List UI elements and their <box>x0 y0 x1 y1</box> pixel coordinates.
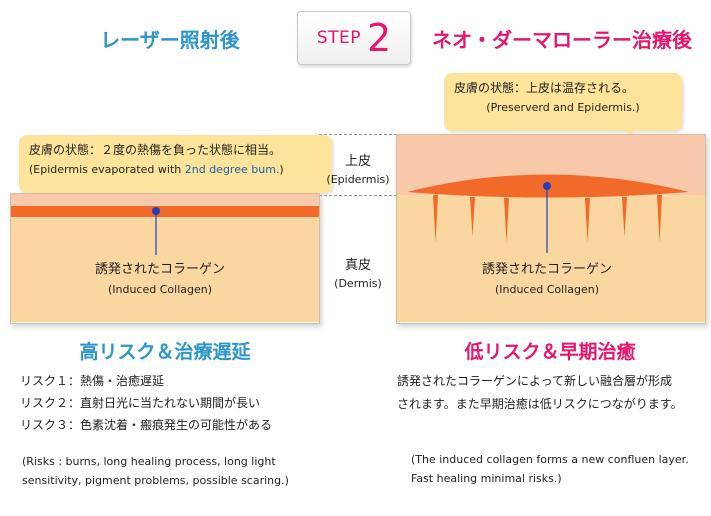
right-collagen-label: 誘発されたコラーゲン (Induced Collagen) <box>447 258 647 296</box>
epidermis-top-guide <box>319 134 397 135</box>
right-description: 誘発されたコラーゲンによって新しい融合層が形成 されます。また早期治癒は低リスク… <box>397 374 683 411</box>
step-badge: STEP 2 <box>297 11 411 65</box>
collagen-column <box>504 198 509 243</box>
left-burn-layer <box>11 206 319 217</box>
left-bubble-en: (Epidermis evaporated with 2nd degree bu… <box>29 163 284 176</box>
left-collagen-en: (Induced Collagen) <box>107 283 213 296</box>
collagen-column <box>585 198 590 243</box>
epidermis-label-en: (Epidermis) <box>326 173 390 186</box>
left-skin-panel <box>10 193 320 324</box>
list-item: リスク１：熱傷・治癒遅延 <box>20 374 165 388</box>
epidermis-label-jp: 上皮 <box>344 154 371 169</box>
right-dermis-layer <box>397 195 705 322</box>
list-item: リスク３：色素沈着・瘢痕発生の可能性がある <box>20 418 273 432</box>
right-collagen-en: (Induced Collagen) <box>494 283 600 296</box>
step-label: STEP <box>316 28 361 48</box>
left-bubble-jp: 皮膚の状態：２度の熱傷を負った状態に相当。 <box>29 143 282 157</box>
epidermis-bottom-guide <box>319 195 397 196</box>
right-status-bubble: 皮膚の状態：上皮は温存される。 (Preserverd and Epidermi… <box>444 73 682 131</box>
step-number: 2 <box>366 16 392 60</box>
right-heading: ネオ・ダーマローラー治療後 <box>432 28 692 52</box>
burn-degree-highlight: 2nd degree bum. <box>184 163 280 176</box>
left-collagen-jp: 誘発されたコラーゲン <box>94 262 225 277</box>
collagen-column <box>657 195 662 243</box>
collagen-column <box>470 197 475 237</box>
left-english-note: (Risks : burns, long healing process, lo… <box>22 455 289 487</box>
left-bubble-tail <box>272 179 290 194</box>
right-collagen-graphic <box>407 174 689 253</box>
collagen-column <box>622 197 627 237</box>
list-item: リスク２：直射日光に当たれない期間が長い <box>20 396 261 410</box>
epidermis-label: 上皮 (Epidermis) <box>318 150 398 186</box>
right-bubble-jp: 皮膚の状態：上皮は温存される。 <box>454 81 635 95</box>
right-skin-panel <box>396 134 706 324</box>
dermis-label-jp: 真皮 <box>344 258 371 273</box>
right-bubble-tail <box>615 117 635 137</box>
right-section-title: 低リスク＆早期治癒 <box>464 341 636 363</box>
left-section-title: 高リスク＆治療遅延 <box>79 341 251 363</box>
dermis-label: 真皮 (Dermis) <box>318 254 398 290</box>
left-collagen-label: 誘発されたコラーゲン (Induced Collagen) <box>60 258 260 296</box>
left-heading: レーザー照射後 <box>100 28 240 52</box>
right-bubble-en: (Preserverd and Epidermis.) <box>486 101 640 114</box>
right-collagen-jp: 誘発されたコラーゲン <box>481 262 612 277</box>
dermis-label-en: (Dermis) <box>334 277 382 290</box>
left-epidermis-layer <box>11 194 319 206</box>
risk-list: リスク１：熱傷・治癒遅延 リスク２：直射日光に当たれない期間が長い リスク３：色… <box>20 370 320 436</box>
left-pointer <box>152 207 160 255</box>
collagen-column <box>433 195 438 243</box>
left-dermis-layer <box>11 217 319 322</box>
right-english-note: (The induced collagen forms a new conflu… <box>411 453 689 485</box>
